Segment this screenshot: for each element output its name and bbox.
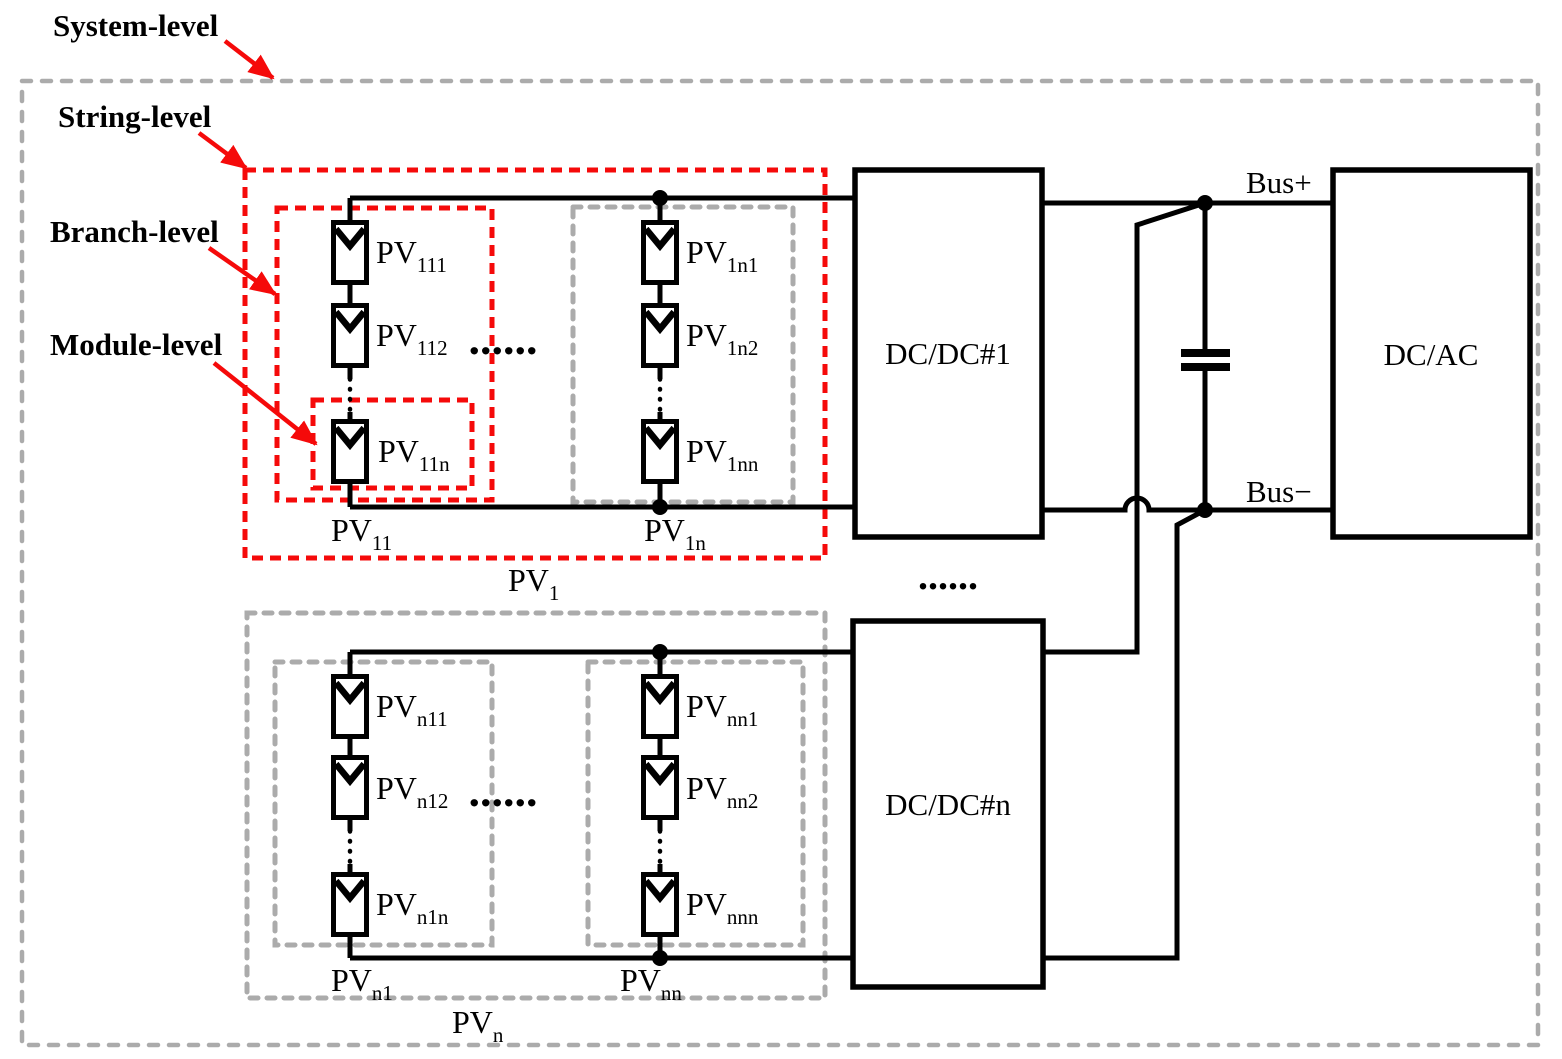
pv-module [334,422,367,482]
pv-module [644,758,677,818]
dcdc1-label: DC/DC#1 [885,336,1011,371]
system-level-label: System-level [53,8,219,43]
pvnn2-label: PVnn2 [686,770,758,813]
branchnn-box [585,659,806,948]
dcdcn-label: DC/DC#n [885,787,1011,822]
junction-dot [652,499,668,515]
module-level-arrow [212,361,318,446]
pv112-label: PV112 [376,317,448,360]
pvn11-label: PVn11 [376,688,448,731]
string1-box [242,167,828,561]
junction-dot [652,190,668,206]
branch1n-box [570,204,796,505]
pv-module [644,875,677,935]
dcdc1-block [852,167,1045,540]
junction-dot [1197,195,1213,211]
pv-module [644,306,677,366]
pvn12-label: PVn12 [376,770,448,813]
pv-module [334,875,367,935]
pv-module [334,677,367,737]
pv-module [334,758,367,818]
pvnn1-label: PVnn1 [686,688,758,731]
string-level-arrow [197,131,248,170]
pvn1-branch-label: PVn1 [331,962,393,1005]
bus-minus-label: Bus− [1246,474,1312,509]
dcdcn-block [850,618,1046,990]
pv-module [644,422,677,482]
ellipsis-branches-top: ...... [469,313,538,364]
module-level-label: Module-level [50,327,223,362]
pvnn-branch-label: PVnn [620,962,682,1005]
pv-module [334,223,367,283]
pv11-branch-label: PV11 [331,512,392,555]
branch-level-label: Branch-level [50,214,219,249]
pv1n2-label: PV1n2 [686,317,758,360]
branch-level-arrow [207,246,277,296]
system-boundary-box [19,78,1541,1048]
pvn1n-label: PVn1n [376,886,449,929]
stringn-box [244,610,828,1001]
junction-dot [652,950,668,966]
system-level-arrow [223,39,275,80]
dcac-label: DC/AC [1384,337,1479,372]
pv1-string-label: PV1 [508,562,559,605]
ellipsis-branches-bottom: ...... [469,765,538,816]
pv11n-label: PV11n [378,433,450,476]
pvn-string-label: PVn [452,1004,504,1047]
pv1n1-label: PV1n1 [686,234,758,277]
dcdcn-negative-return-wire [1043,507,1207,961]
junction-dot [652,644,668,660]
dcac-block [1330,167,1533,540]
pv-module [644,677,677,737]
string-level-label: String-level [58,99,212,134]
bus-plus-label: Bus+ [1246,165,1312,200]
ellipsis-converters: ...... [918,553,978,598]
pv1nn-label: PV1nn [686,433,759,476]
pvnnn-label: PVnnn [686,886,759,929]
pv-module [334,306,367,366]
pv1n-branch-label: PV1n [644,512,706,555]
pv111-label: PV111 [376,234,447,277]
pv-module [644,223,677,283]
branch11-box [274,205,495,503]
dc-bus-capacitor [1181,349,1230,371]
branchn1-box [272,659,495,948]
module-level-box [310,397,475,491]
dcdcn-positive-return-wire [1043,200,1206,655]
junction-dot [1197,502,1213,518]
